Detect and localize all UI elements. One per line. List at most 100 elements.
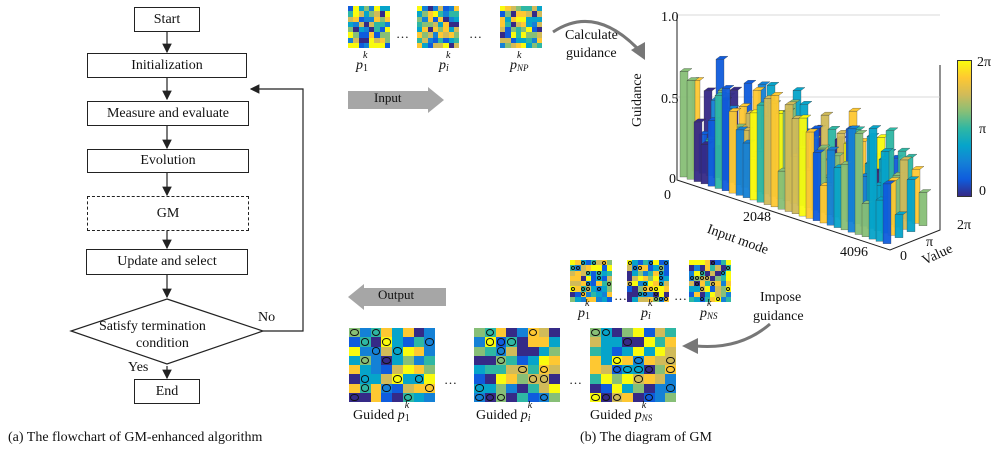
pattern-cell xyxy=(653,286,659,292)
pattern-cell xyxy=(531,42,537,48)
pattern-cell xyxy=(632,296,638,302)
pattern-cell xyxy=(531,6,537,12)
pattern-cell xyxy=(704,265,710,271)
guidance-marker xyxy=(382,384,391,392)
pattern-cell xyxy=(536,42,542,48)
pattern-cell xyxy=(432,32,438,38)
impose-line2: guidance xyxy=(753,309,804,324)
guidance-marker xyxy=(664,260,669,265)
pattern-cell xyxy=(392,365,403,375)
pattern-cell xyxy=(632,270,638,276)
guidance-marker xyxy=(382,338,391,346)
guidance-marker xyxy=(581,286,586,291)
pattern-cell xyxy=(699,281,705,287)
pattern-cell xyxy=(536,37,542,43)
pattern-cell xyxy=(348,37,354,43)
pattern-cell xyxy=(527,392,539,402)
pattern-cell xyxy=(538,383,550,393)
pattern-cell xyxy=(379,32,385,38)
pattern-cell xyxy=(510,21,516,27)
pattern-cell xyxy=(422,11,428,17)
pattern-cell xyxy=(443,21,449,27)
guidance-bar xyxy=(854,133,864,235)
guidance-marker xyxy=(726,265,731,270)
pattern-cell xyxy=(689,265,695,271)
pattern-cell xyxy=(517,374,528,384)
guidance-marker xyxy=(596,271,601,276)
guidance-bar xyxy=(798,117,808,217)
guidance-bar-top xyxy=(752,87,766,91)
pattern-cell xyxy=(417,42,423,48)
guidance-marker xyxy=(700,271,705,276)
calculate-line2: guidance xyxy=(566,46,617,61)
pattern-cell xyxy=(363,42,369,48)
pattern-cell xyxy=(715,265,721,271)
pattern-cell xyxy=(413,374,425,384)
guidance-bar-top xyxy=(805,128,819,133)
pattern-cell xyxy=(637,260,643,266)
guidance-bar-top xyxy=(820,112,834,116)
pattern-cell xyxy=(374,42,380,48)
pattern-cell xyxy=(632,286,638,292)
pattern-cell xyxy=(353,16,359,22)
pattern-cell xyxy=(527,346,539,356)
pattern-cell xyxy=(663,291,669,297)
z-tick-0: 0 xyxy=(669,172,676,187)
guidance-marker xyxy=(601,328,611,337)
pattern-cell xyxy=(500,16,506,22)
x-tick-4096: 4096 xyxy=(840,245,868,260)
pattern-cell xyxy=(606,281,612,287)
pattern-cell xyxy=(704,260,710,266)
pattern-cell xyxy=(381,337,392,347)
pattern-cell xyxy=(417,6,423,12)
guidance-marker xyxy=(644,365,654,374)
guidance-marker xyxy=(700,276,705,281)
pattern-cell xyxy=(358,11,364,17)
pattern-cell xyxy=(402,328,414,338)
guidance-bar-top xyxy=(906,176,920,180)
pattern-cell xyxy=(348,27,354,33)
pattern-cell xyxy=(596,281,602,287)
pattern-cell xyxy=(590,337,601,347)
guidance-marker xyxy=(644,393,654,402)
pattern-cell xyxy=(526,32,532,38)
pattern-cell xyxy=(570,270,576,276)
pattern-cell xyxy=(453,6,459,12)
pattern-cell xyxy=(369,21,375,27)
guidance-marker xyxy=(581,260,586,265)
pattern-cell xyxy=(654,365,666,375)
pattern-cell xyxy=(521,37,527,43)
pattern-cell xyxy=(689,296,695,302)
guidance-marker xyxy=(539,393,549,402)
input-pattern-np xyxy=(500,6,542,48)
pattern-cell xyxy=(349,346,360,356)
flowchart-end: End xyxy=(134,379,200,404)
pattern-cell xyxy=(720,281,726,287)
pattern-cell xyxy=(570,260,576,266)
pattern-cell xyxy=(648,281,654,287)
pattern-cell xyxy=(585,265,591,271)
pattern-cell xyxy=(725,281,731,287)
pattern-cell xyxy=(374,32,380,38)
pattern-cell xyxy=(379,37,385,43)
pattern-cell xyxy=(725,286,731,292)
guidance-marker xyxy=(643,281,648,286)
pattern-cell xyxy=(665,374,676,384)
pattern-cell xyxy=(517,392,528,402)
pattern-cell xyxy=(505,42,511,48)
pattern-cell xyxy=(363,6,369,12)
pattern-cell xyxy=(384,32,390,38)
pattern-cell xyxy=(526,21,532,27)
pattern-cell xyxy=(381,346,392,356)
pattern-cell xyxy=(358,16,364,22)
pattern-cell xyxy=(694,275,700,281)
pattern-cell xyxy=(521,6,527,12)
pattern-cell xyxy=(725,260,731,266)
pattern-cell xyxy=(417,16,423,22)
pattern-cell xyxy=(369,42,375,48)
pattern-cell xyxy=(349,392,360,402)
pattern-cell xyxy=(653,260,659,266)
pattern-cell xyxy=(538,374,550,384)
pattern-cell xyxy=(413,383,425,393)
